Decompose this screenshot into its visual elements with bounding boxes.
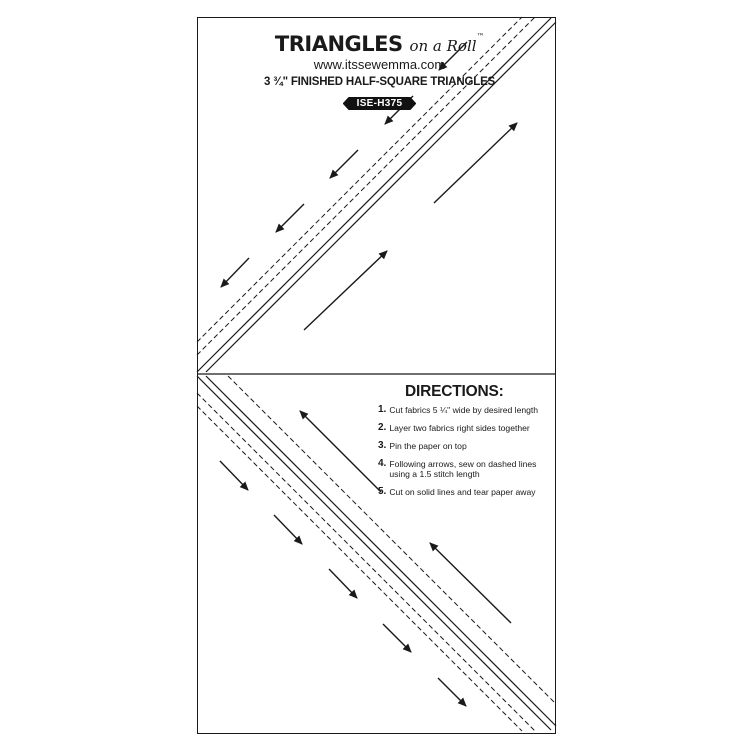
direction-step: 5. Cut on solid lines and tear paper awa… [378, 486, 550, 498]
direction-step: 4. Following arrows, sew on dashed lines… [378, 458, 550, 480]
upper-solid-cut-line-1 [196, 17, 552, 373]
arrow-down-left [438, 41, 468, 71]
product-code: ISE-H375 [343, 97, 417, 110]
lower-solid-cut-line-1 [196, 375, 552, 731]
lower-solid-cut-line-2 [205, 375, 557, 727]
step-number: 5. [378, 486, 387, 497]
lower-square-lines [196, 375, 557, 732]
direction-step: 3. Pin the paper on top [378, 440, 550, 452]
step-text: Layer two fabrics right sides together [389, 423, 530, 433]
direction-step: 2. Layer two fabrics right sides togethe… [378, 422, 550, 434]
direction-step: 1. Cut fabrics 5 ¼" wide by desired leng… [378, 404, 550, 416]
arrow-down-left [329, 149, 359, 179]
upper-solid-cut-line-2 [205, 21, 557, 373]
upper-right-arrows [303, 122, 518, 331]
arrow-down-left [275, 203, 305, 233]
directions-heading: DIRECTIONS: [405, 383, 504, 400]
product-subtitle: 3 ¾" FINISHED HALF-SQUARE TRIANGLES [263, 76, 496, 88]
step-text: Cut on solid lines and tear paper away [389, 487, 536, 497]
arrow-up-right [303, 250, 388, 331]
arrow-up-right [433, 122, 518, 204]
brand-sub-text: on a Roll [409, 37, 477, 55]
lower-right-arrows [299, 410, 512, 624]
brand-main-text: TRIANGLES [274, 32, 403, 56]
lower-dashed-sew-line-2 [196, 405, 523, 732]
pattern-paper [197, 17, 556, 734]
arrow-down-right [328, 568, 358, 599]
arrow-down-right [382, 623, 412, 653]
arrow-down-right [219, 460, 249, 491]
arrow-down-right [437, 677, 467, 707]
step-text: Pin the paper on top [389, 441, 467, 451]
arrow-down-right [273, 514, 303, 545]
brand-logo: TRIANGLES on a Roll™ [197, 32, 562, 56]
trademark-symbol: ™ [476, 32, 485, 41]
step-number: 1. [378, 404, 387, 415]
step-number: 4. [378, 458, 387, 469]
lower-dashed-sew-line-3 [227, 375, 557, 705]
product-code-banner: ISE-H375 [197, 93, 562, 111]
website-url: www.itssewemma.com [313, 57, 446, 72]
upper-dashed-sew-line-2 [196, 16, 523, 343]
directions-list: 1. Cut fabrics 5 ¼" wide by desired leng… [378, 405, 550, 505]
step-number: 2. [378, 422, 387, 433]
arrow-down-left [220, 257, 250, 288]
arrow-up-left [429, 542, 512, 624]
arrow-up-left [299, 410, 382, 493]
step-text: Cut fabrics 5 ¼" wide by desired length [389, 405, 539, 415]
lower-left-arrows [219, 460, 467, 707]
step-number: 3. [378, 440, 387, 451]
upper-square-lines [196, 16, 557, 373]
step-text: Following arrows, sew on dashed lines us… [389, 459, 537, 479]
